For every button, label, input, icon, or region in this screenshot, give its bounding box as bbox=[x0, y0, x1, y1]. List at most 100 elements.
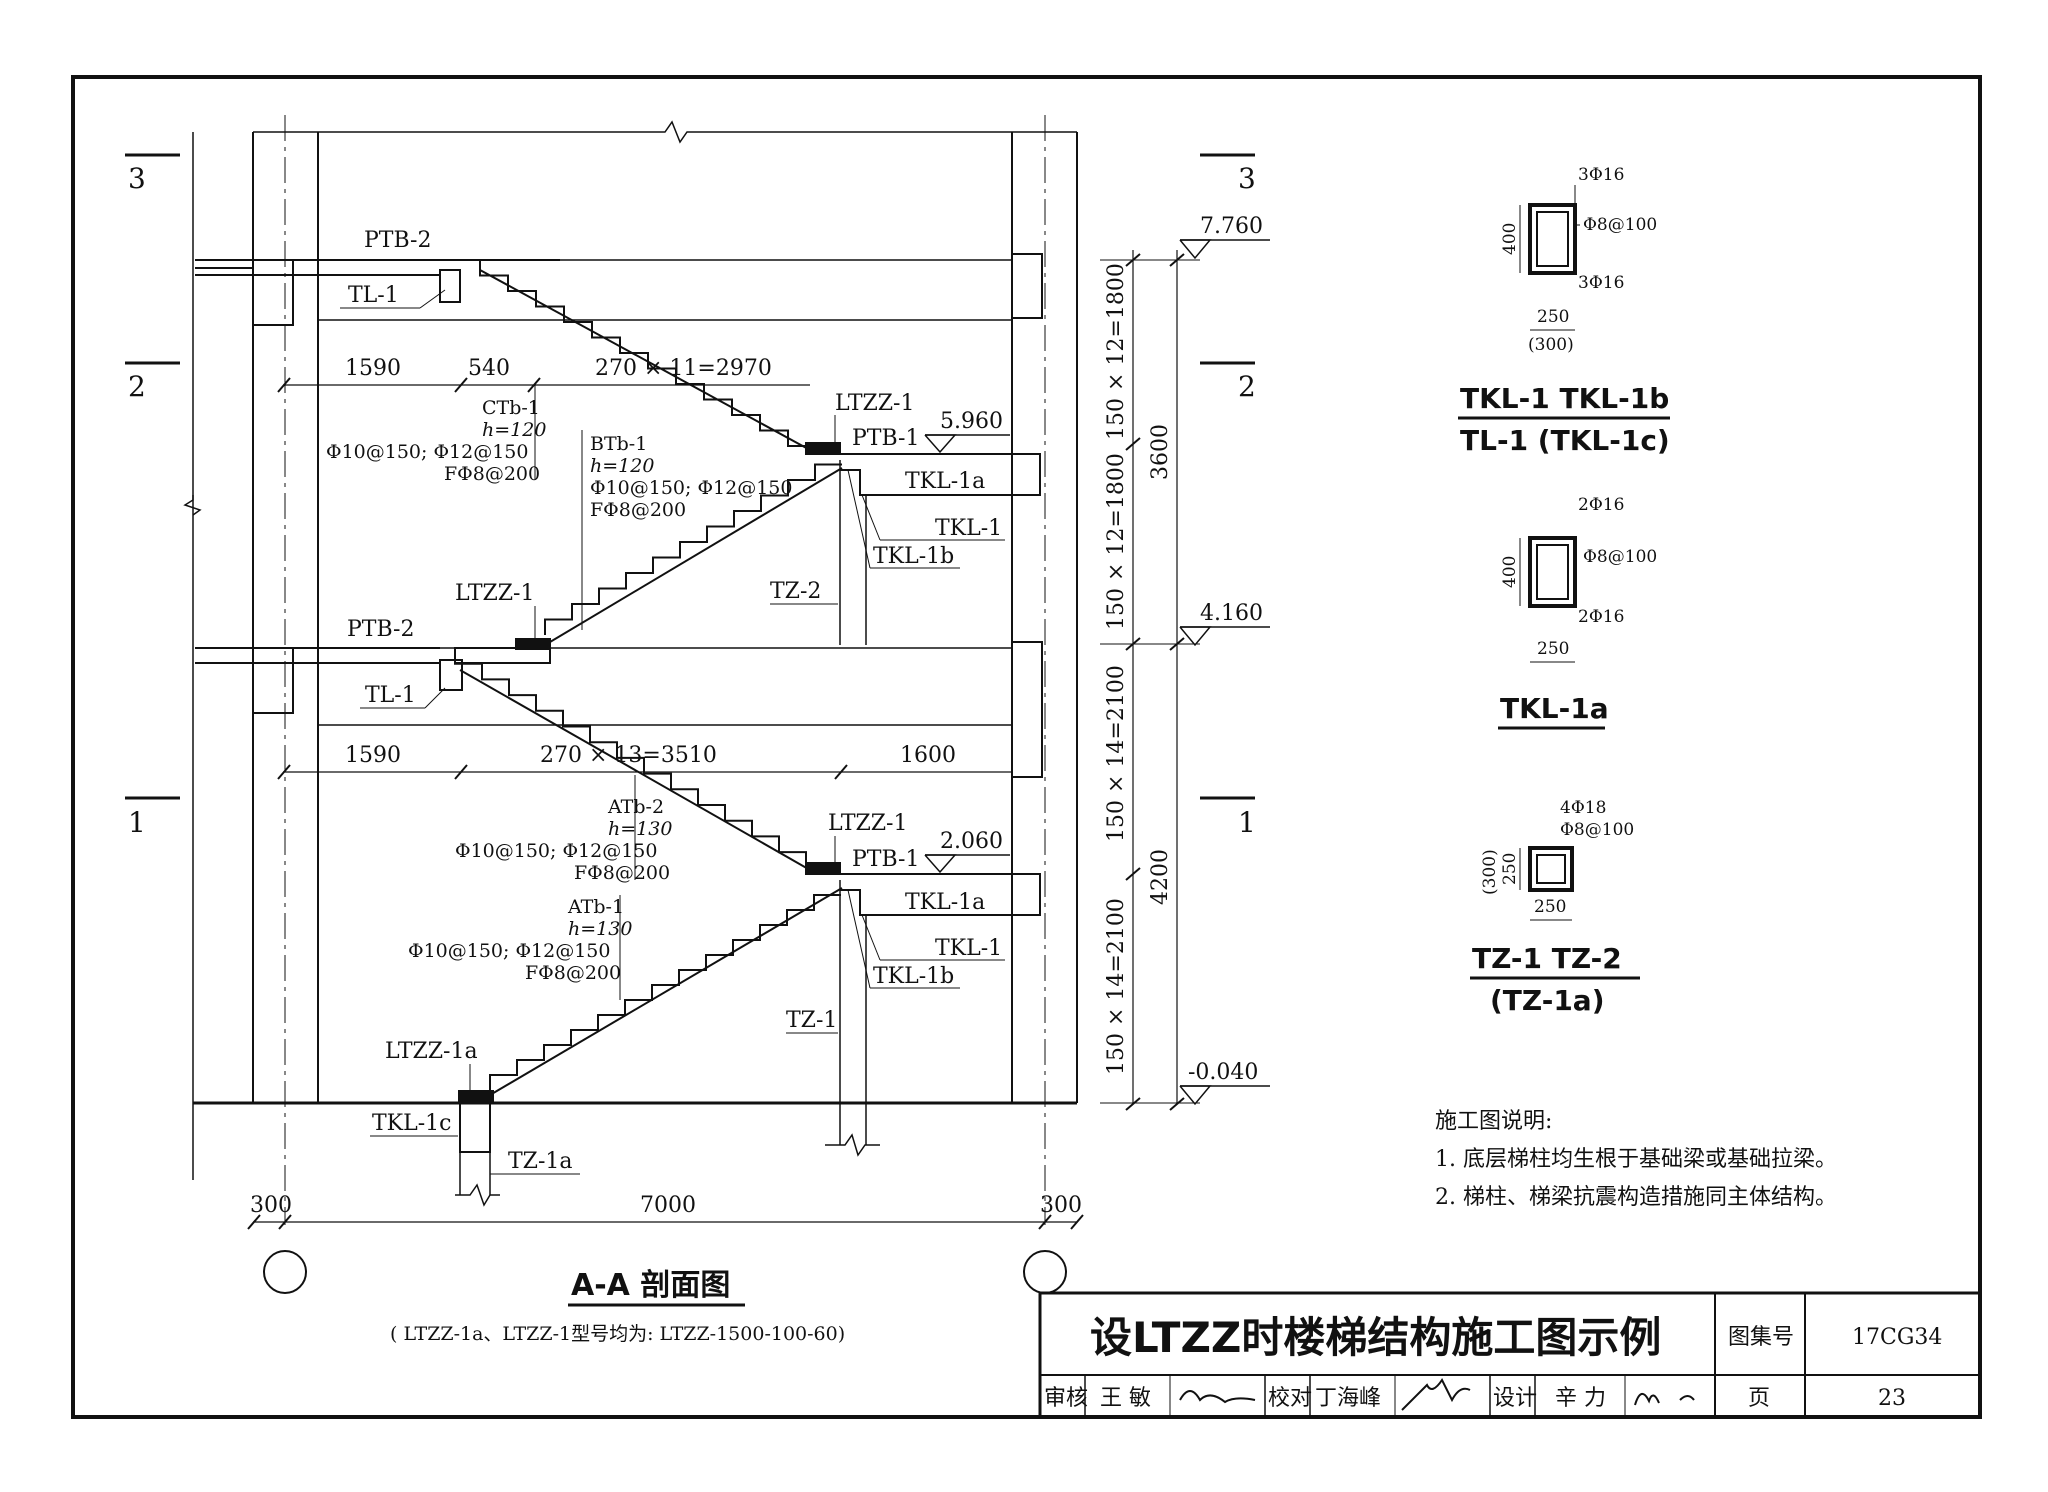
label-ltzz1-low: LTZZ-1 bbox=[828, 811, 908, 836]
atlas-label: 图集号 bbox=[1728, 1325, 1794, 1350]
vertical-dimensions: 150 × 12=1800 150 × 12=1800 150 × 14=210… bbox=[1100, 250, 1200, 1111]
label-btb1-dist: FΦ8@200 bbox=[590, 499, 686, 521]
label-atb2-rebar: Φ10@150; Φ12@150 bbox=[455, 840, 657, 862]
label-tkl1b-top: TKL-1b bbox=[873, 544, 954, 569]
d3-height-alt: (300) bbox=[1480, 849, 1500, 895]
designer-signature bbox=[1634, 1393, 1695, 1406]
d3-main-rebar: 4Φ18 bbox=[1560, 798, 1606, 818]
vdim-2: 150 × 12=1800 bbox=[1104, 453, 1129, 630]
note-1: 1. 底层梯柱均生根于基础梁或基础拉梁。 bbox=[1435, 1147, 1837, 1172]
checker-name: 丁海峰 bbox=[1315, 1386, 1381, 1411]
elev-minus-0040: -0.040 bbox=[1188, 1060, 1258, 1085]
d1-top-rebar: 3Φ16 bbox=[1578, 165, 1624, 185]
label-ctb1-rebar: Φ10@150; Φ12@150 bbox=[326, 441, 528, 463]
vdim-total-upper: 3600 bbox=[1148, 424, 1173, 480]
dim-bottom-right: 300 bbox=[1040, 1193, 1082, 1218]
label-tl1-upper: TL-1 bbox=[348, 283, 399, 308]
elev-7760: 7.760 bbox=[1200, 214, 1263, 239]
notes-heading: 施工图说明: bbox=[1435, 1109, 1552, 1134]
label-atb2-h: h=130 bbox=[608, 818, 672, 840]
label-ctb1-dist: FΦ8@200 bbox=[444, 463, 540, 485]
section-view: 3 3 2 2 1 1 1590 540 270 × 11=2970 1590 bbox=[125, 115, 1270, 1345]
member-labels: PTB-2 TL-1 CTb-1 h=120 Φ10@150; Φ12@150 … bbox=[326, 228, 1005, 1175]
label-ptb2-lower: PTB-2 bbox=[347, 617, 414, 642]
atlas-number: 17CG34 bbox=[1852, 1325, 1942, 1350]
cut-mark-3-left: 3 bbox=[128, 162, 146, 195]
d3-title-1: TZ-1 TZ-2 bbox=[1472, 942, 1622, 975]
design-label: 设计 bbox=[1493, 1386, 1537, 1411]
label-tz1a: TZ-1a bbox=[508, 1149, 573, 1174]
dim-upper-flight: 270 × 11=2970 bbox=[595, 356, 772, 381]
label-btb1-h: h=120 bbox=[590, 455, 654, 477]
page-label: 页 bbox=[1748, 1386, 1770, 1411]
dim-upper-mid: 540 bbox=[468, 356, 510, 381]
elevation-marks: 7.760 5.960 4.160 2.060 -0.040 bbox=[924, 214, 1270, 1106]
elev-2060: 2.060 bbox=[940, 829, 1003, 854]
label-atb1-rebar: Φ10@150; Φ12@150 bbox=[408, 940, 610, 962]
detail-d3: 4Φ18 Φ8@100 250 (300) 250 TZ-1 TZ-2 (TZ-… bbox=[1470, 798, 1640, 1017]
label-btb1: BTb-1 bbox=[590, 433, 647, 455]
vdim-1: 150 × 12=1800 bbox=[1104, 263, 1129, 440]
label-tz1: TZ-1 bbox=[786, 1008, 837, 1033]
elev-5960: 5.960 bbox=[940, 409, 1003, 434]
label-ptb1-top: PTB-1 bbox=[852, 426, 919, 451]
label-tkl1b-low: TKL-1b bbox=[873, 964, 954, 989]
d1-stirrup: Φ8@100 bbox=[1583, 215, 1657, 235]
label-atb1: ATb-1 bbox=[567, 896, 624, 918]
label-ltzz1a: LTZZ-1a bbox=[385, 1039, 478, 1064]
review-label: 审核 bbox=[1044, 1386, 1088, 1411]
dim-lower-flight: 270 × 13=3510 bbox=[540, 743, 717, 768]
grid-bubble-right bbox=[1023, 1250, 1067, 1294]
d2-bottom-rebar: 2Φ16 bbox=[1578, 607, 1624, 627]
designer-name: 辛 力 bbox=[1555, 1386, 1606, 1411]
label-atb2: ATb-2 bbox=[607, 796, 664, 818]
detail-d2: 2Φ16 Φ8@100 2Φ16 400 250 TKL-1a bbox=[1498, 495, 1657, 730]
d3-title-2: (TZ-1a) bbox=[1490, 984, 1605, 1017]
label-atb1-dist: FΦ8@200 bbox=[525, 962, 621, 984]
label-tkl1-top: TKL-1 bbox=[935, 516, 1002, 541]
label-tl1-lower: TL-1 bbox=[365, 683, 416, 708]
construction-notes: 施工图说明: 1. 底层梯柱均生根于基础梁或基础拉梁。 2. 梯柱、梯梁抗震构造… bbox=[1435, 1109, 1837, 1210]
vdim-4: 150 × 14=2100 bbox=[1104, 898, 1129, 1075]
check-label: 校对 bbox=[1268, 1386, 1312, 1411]
d3-width: 250 bbox=[1534, 897, 1566, 917]
cut-marks: 3 3 2 2 1 1 bbox=[125, 153, 1256, 839]
vdim-3: 150 × 14=2100 bbox=[1104, 665, 1129, 842]
dim-bottom-span: 7000 bbox=[640, 1193, 696, 1218]
d2-width: 250 bbox=[1537, 639, 1569, 659]
d1-height: 400 bbox=[1500, 223, 1520, 255]
cut-mark-2-right: 2 bbox=[1238, 370, 1256, 403]
d1-width: 250 bbox=[1537, 307, 1569, 327]
checker-signature bbox=[1401, 1378, 1471, 1411]
dimension-lines: 1590 540 270 × 11=2970 1590 270 × 13=351… bbox=[247, 356, 1084, 1230]
label-ptb1-low: PTB-1 bbox=[852, 847, 919, 872]
d2-title: TKL-1a bbox=[1500, 692, 1609, 725]
label-ltzz1-mid: LTZZ-1 bbox=[455, 581, 535, 606]
d1-bottom-rebar: 3Φ16 bbox=[1578, 273, 1624, 293]
label-tz2: TZ-2 bbox=[770, 579, 821, 604]
cut-mark-1-left: 1 bbox=[128, 806, 146, 839]
section-title: A-A 剖面图 bbox=[571, 1268, 730, 1303]
d1-title-2: TL-1 (TKL-1c) bbox=[1460, 424, 1670, 457]
grid-bubble-left bbox=[263, 1250, 307, 1294]
note-2: 2. 梯柱、梯梁抗震构造措施同主体结构。 bbox=[1435, 1185, 1837, 1210]
label-tkl1a-low: TKL-1a bbox=[905, 890, 985, 915]
vdim-total-lower: 4200 bbox=[1148, 849, 1173, 905]
d3-stirrup: Φ8@100 bbox=[1560, 820, 1634, 840]
label-tkl1-low: TKL-1 bbox=[935, 936, 1002, 961]
d3-height: 250 bbox=[1500, 853, 1520, 885]
detail-d1: 3Φ16 Φ8@100 3Φ16 400 250 (300) TKL-1 TKL… bbox=[1458, 165, 1670, 457]
reviewer-signature bbox=[1179, 1390, 1256, 1404]
label-atb2-dist: FΦ8@200 bbox=[574, 862, 670, 884]
label-atb1-h: h=130 bbox=[568, 918, 632, 940]
label-ptb2-upper: PTB-2 bbox=[364, 228, 431, 253]
label-btb1-rebar: Φ10@150; Φ12@150 bbox=[590, 477, 792, 499]
d1-width-alt: (300) bbox=[1528, 335, 1574, 355]
section-subtitle: ( LTZZ-1a、LTZZ-1型号均为: LTZZ-1500-100-60) bbox=[390, 1323, 845, 1345]
label-ltzz1-top: LTZZ-1 bbox=[835, 391, 915, 416]
d2-height: 400 bbox=[1500, 556, 1520, 588]
reviewer-name: 王 敏 bbox=[1100, 1386, 1151, 1411]
dim-lower-landing: 1590 bbox=[345, 743, 401, 768]
